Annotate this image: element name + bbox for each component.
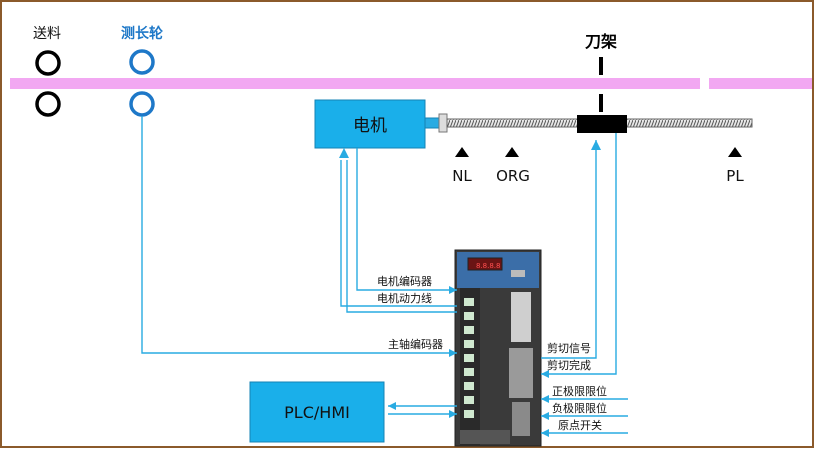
material-strip-left (10, 78, 700, 89)
positive-limit-label: 正极限限位 (552, 384, 607, 398)
origin-switch-arrow-icon (541, 429, 549, 437)
origin-switch-label: 原点开关 (558, 418, 602, 432)
tool-carriage (577, 115, 627, 133)
material-strip-right (709, 78, 812, 89)
plc-left-arrow-icon (388, 402, 396, 410)
tool-holder-label: 刀架 (585, 32, 617, 51)
svg-text:8.8.8.8: 8.8.8.8 (476, 262, 501, 270)
measuring-wheel-label: 测长轮 (121, 25, 163, 42)
servo-drive: 8.8.8.8 (454, 249, 542, 447)
blade-upper (599, 57, 603, 75)
org-label: ORG (496, 167, 530, 185)
blade-lower (599, 94, 603, 112)
nl-label: NL (452, 167, 472, 185)
measuring-wheel-bottom (129, 91, 155, 117)
cut-complete-label: 剪切完成 (547, 358, 591, 372)
feed-roller-top (35, 50, 61, 76)
motor-power-arrow-icon (339, 148, 349, 158)
plc-right-arrow-icon (449, 410, 457, 418)
pl-label: PL (726, 167, 744, 185)
spindle-encoder-label: 主轴编码器 (388, 337, 443, 351)
motor-encoder-arrow-icon (449, 286, 457, 294)
negative-limit-arrow-icon (541, 412, 549, 420)
measuring-wheel-top (129, 49, 155, 75)
plc-hmi-label: PLC/HMI (284, 403, 350, 422)
motor-coupling (424, 117, 440, 129)
feed-label: 送料 (33, 26, 61, 42)
cut-signal-arrow-icon (591, 140, 601, 150)
feed-roller-bottom (35, 91, 61, 117)
wiring (141, 116, 628, 434)
plc-hmi-box (249, 381, 385, 443)
wire-arrows (339, 140, 601, 437)
nl-marker-icon (455, 147, 469, 157)
motor-encoder-label: 电机编码器 (377, 274, 432, 288)
org-marker-icon (505, 147, 519, 157)
negative-limit-label: 负极限限位 (552, 401, 607, 415)
motor-label: 电机 (353, 116, 387, 136)
positive-limit-arrow-icon (541, 395, 549, 403)
spindle-encoder-arrow-icon (449, 349, 457, 357)
cut-complete-arrow-icon (541, 370, 549, 378)
cut-signal-label: 剪切信号 (547, 341, 591, 355)
motor-power-line-label: 电机动力线 (377, 291, 432, 305)
motor-box (314, 99, 426, 149)
pl-marker-icon (728, 147, 742, 157)
coupling-flange (438, 113, 448, 133)
